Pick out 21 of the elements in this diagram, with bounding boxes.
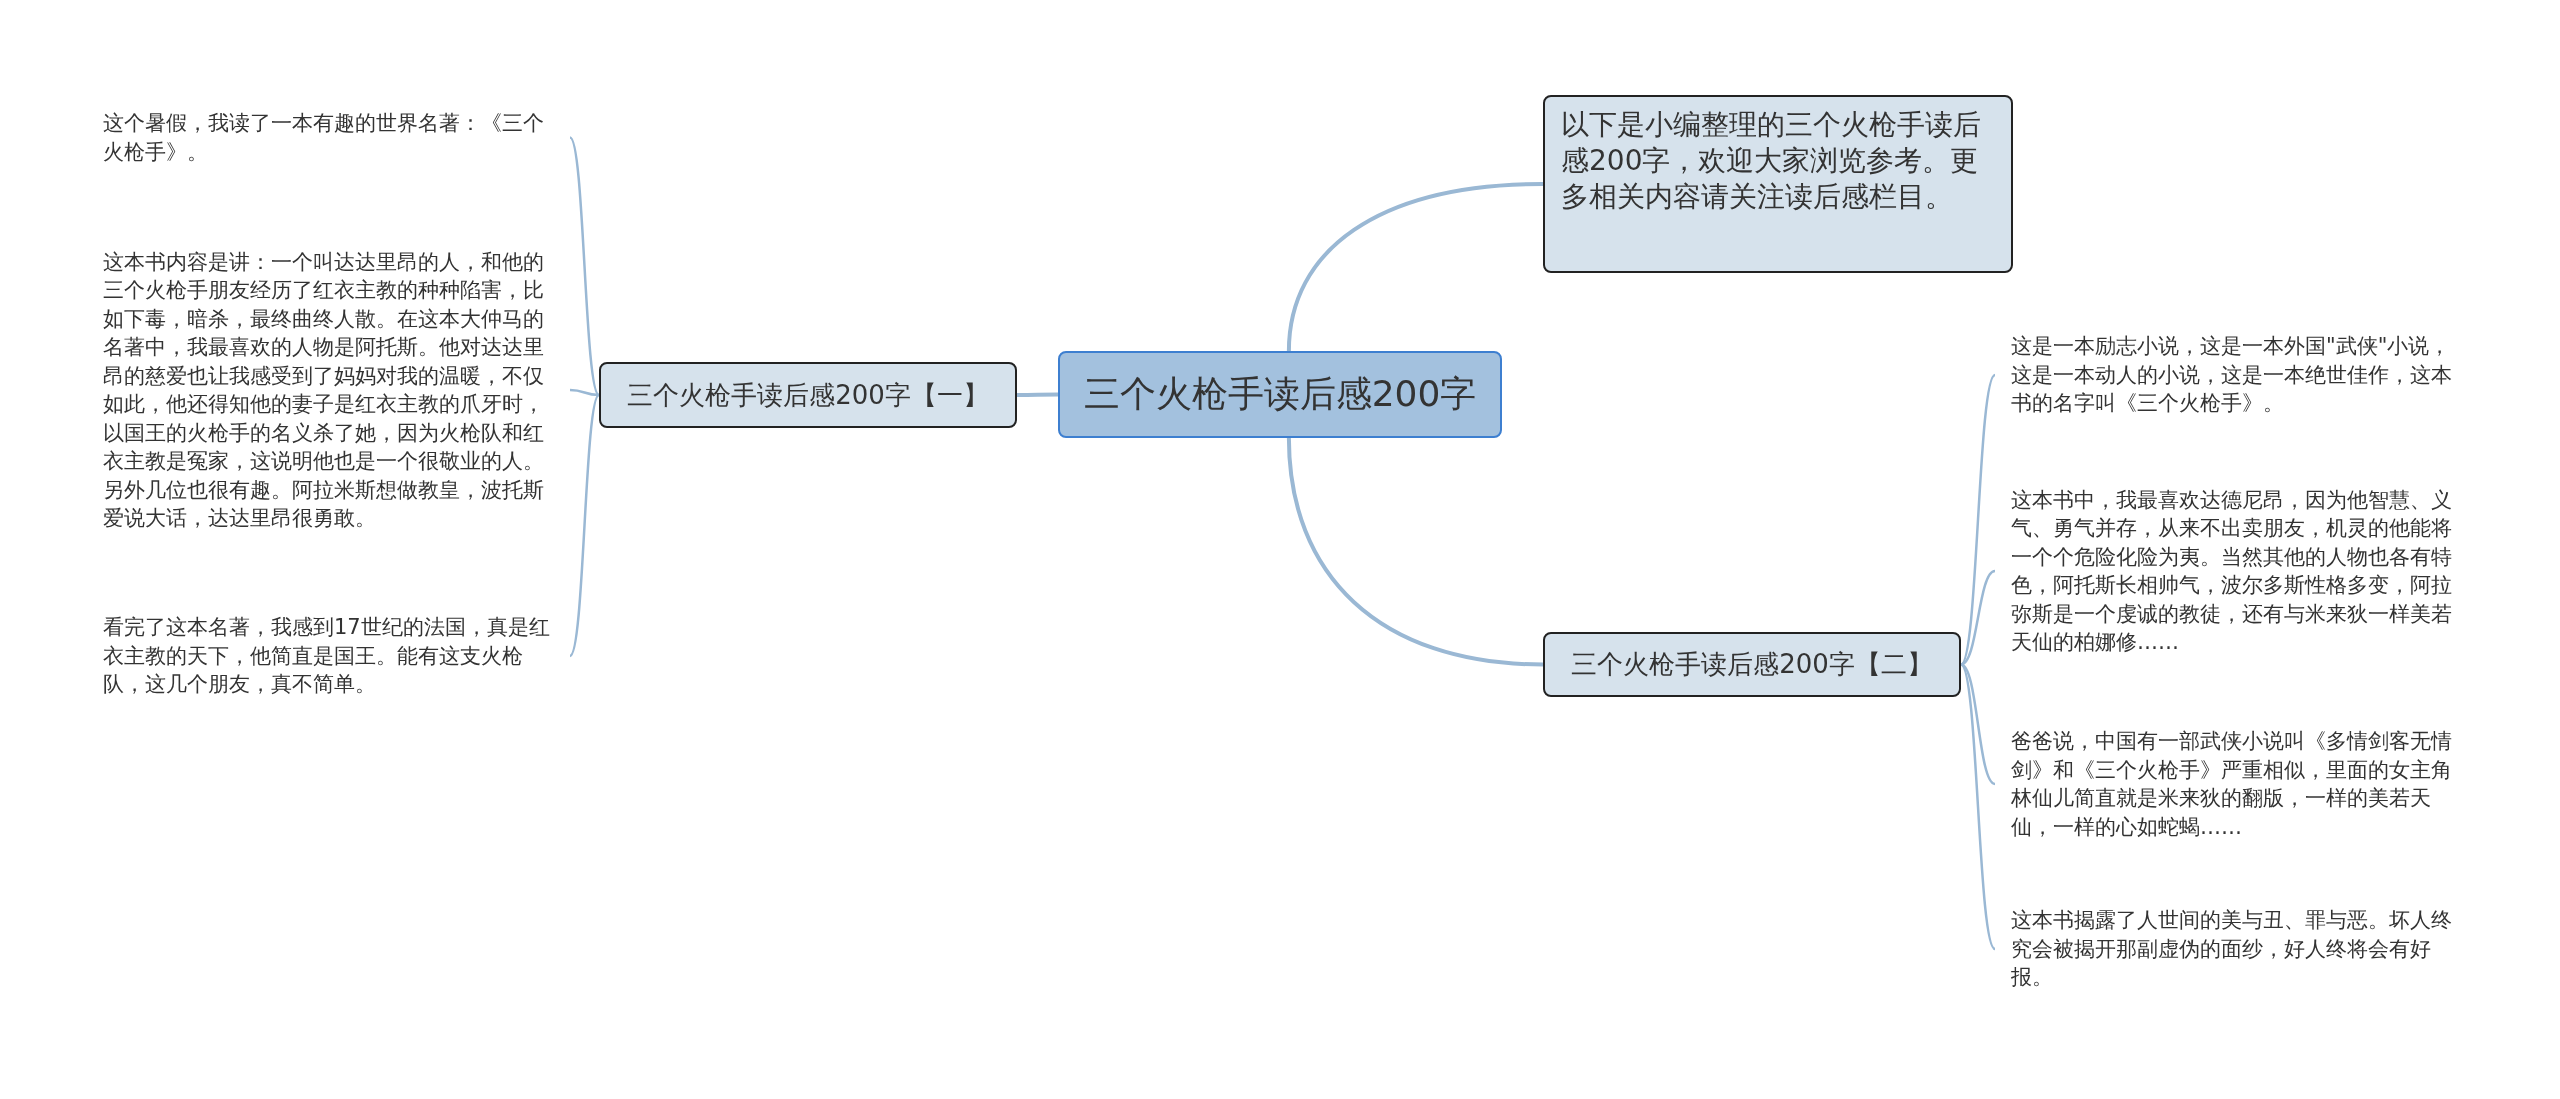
note-text: 这本书中，我最喜欢达德尼昂，因为他智慧、义气、勇气并存，从来不出卖朋友，机灵的他能将一个个危险化险为夷。当然其他的人物也各有特色，阿托斯长相帅气，波尔多斯性格多变，阿拉弥斯是一个虔诚的教徒，还有与米来狄一样美若天仙的柏娜修…… [2011,486,2453,656]
note-text: 爸爸说，中国有一部武侠小说叫《多情剑客无情剑》和《三个火枪手》严重相似，里面的女主角林仙儿简直就是米来狄的翻版，一样的美若天仙，一样的心如蛇蝎…… [2011,728,2453,841]
connector-line [1959,374,1997,666]
connector-line [1286,182,1544,352]
note-text: 这本书内容是讲：一个叫达达里昂的人，和他的三个火枪手朋友经历了红衣主教的种种陷害，比如下毒，暗杀，最终曲终人散。在这本大仲马的名著中，我最喜欢的人物是阿托斯。他对达达里昂的慈爱也让我感受到了妈妈对我的温暖，不仅如此，他还得知他的妻子是红衣主教的爪牙时，以国王的火枪手的名义杀了她，因为火枪队和红衣主教是冤家，这说明他也是一个很敬业的人。另外几位也很有趣。阿拉米斯想做教皇，波托斯爱说大话，达达里昂很勇敢。 [103,248,545,532]
note-text: 看完了这本名著，我感到17世纪的法国，真是红衣主教的天下，他简直是国王。能有这支火枪队，这几个朋友，真不简单。 [103,614,551,699]
branch-topic-box: 三个火枪手读后感200字【二】 [1543,632,1961,697]
note-text: 这本书揭露了人世间的美与丑、罪与恶。坏人终究会被揭开那副虚伪的面纱，好人终将会有好报。 [2011,907,2453,992]
branch-topic-box: 三个火枪手读后感200字【一】 [599,362,1017,428]
connector-line [569,388,600,397]
note-box: 以下是小编整理的三个火枪手读后感200字，欢迎大家浏览参考。更多相关内容请关注读后感栏目。 [1543,95,2013,273]
connector-line [568,394,601,657]
note-text: 这个暑假，我读了一本有趣的世界名著：《三个火枪手》。 [103,110,545,166]
connector-line [1960,663,1996,786]
connector-line [1017,392,1058,397]
note-text: 这是一本励志小说，这是一本外国"武侠"小说，这是一本动人的小说，这是一本绝世佳作，这本书的名字叫《三个火枪手》。 [2011,333,2453,418]
connector-line [1959,663,1997,950]
connector-line [1286,437,1544,667]
connector-line [568,136,601,396]
connector-line [1960,569,1996,666]
central-topic-box: 三个火枪手读后感200字 [1058,351,1502,438]
